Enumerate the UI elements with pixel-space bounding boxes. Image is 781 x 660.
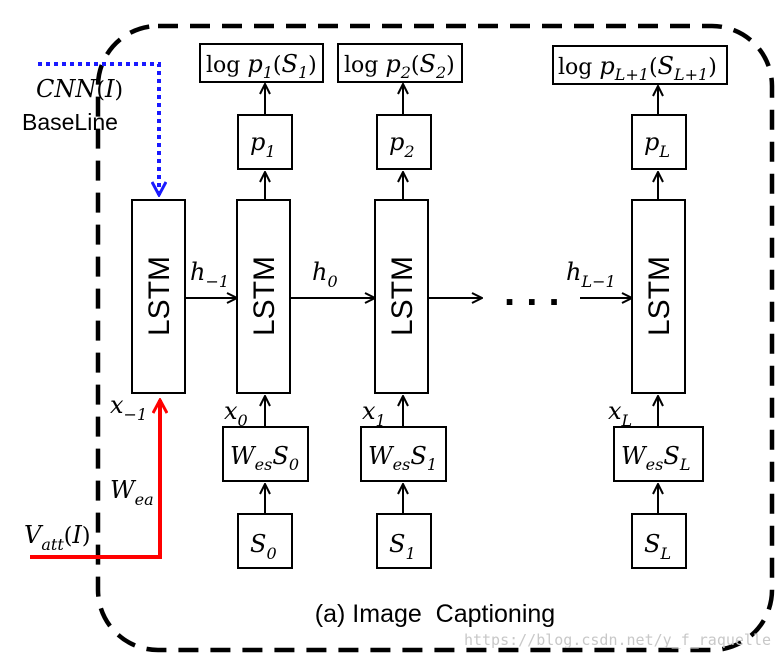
x0-label: x0	[224, 397, 248, 430]
ellipsis: . . .	[504, 270, 560, 314]
embed-box-0: WesS0	[222, 426, 309, 482]
logprob-box-2: log p2(S2)	[337, 43, 463, 83]
h-L-minus1-label: hL−1	[566, 258, 616, 291]
lstm-cell-initial: LSTM	[131, 199, 186, 394]
lstm-cell-L: LSTM	[631, 199, 686, 394]
svg-text:WesS0: WesS0	[230, 442, 299, 474]
svg-text:S1: S1	[389, 530, 416, 563]
logprob-box-1: log p1(S1)	[199, 43, 324, 83]
token-box-0: S0	[237, 513, 293, 569]
svg-text:pL: pL	[644, 128, 670, 161]
svg-text:LSTM: LSTM	[248, 256, 281, 336]
figure-caption: (a) Image Captioning	[315, 600, 555, 628]
lstm-cell-1: LSTM	[374, 199, 429, 394]
cnn-dotted-path	[38, 62, 159, 195]
svg-text:WesSL: WesSL	[621, 442, 690, 474]
token-box-1: S1	[376, 513, 432, 569]
h-minus1-label: h−1	[190, 258, 229, 291]
w-ea-label: Wea	[110, 476, 154, 509]
attention-path	[30, 400, 160, 559]
xL-label: xL	[608, 397, 632, 430]
x-minus1-label: x−1	[110, 391, 147, 424]
prob-box-2: p2	[376, 114, 432, 170]
svg-text:log pL+1(SL+1): log pL+1(SL+1)	[558, 52, 717, 84]
embed-box-L: WesSL	[613, 426, 704, 482]
svg-text:LSTM: LSTM	[143, 256, 176, 336]
logprob-box-L: log pL+1(SL+1)	[552, 45, 728, 85]
prob-box-1: p1	[237, 114, 293, 170]
token-box-L: SL	[631, 513, 687, 569]
svg-text:log p2(S2): log p2(S2)	[344, 50, 455, 82]
svg-text:p2: p2	[389, 128, 415, 161]
svg-text:p1: p1	[250, 128, 276, 161]
baseline-label: BaseLine	[22, 109, 118, 135]
svg-text:LSTM: LSTM	[643, 256, 676, 336]
x1-label: x1	[362, 397, 386, 430]
prob-box-L: pL	[631, 114, 687, 170]
svg-text:log p1(S1): log p1(S1)	[206, 50, 317, 82]
svg-text:S0: S0	[250, 530, 277, 563]
svg-text:WesS1: WesS1	[368, 442, 437, 474]
h0-label: h0	[312, 258, 338, 291]
v-att-label: Vatt(I)	[24, 521, 90, 554]
cnn-label: CNN(I)	[36, 75, 123, 103]
embed-box-1: WesS1	[360, 426, 447, 482]
lstm-cell-0: LSTM	[236, 199, 291, 394]
svg-text:SL: SL	[644, 530, 671, 563]
svg-text:LSTM: LSTM	[386, 256, 419, 336]
dashed-frame	[95, 23, 775, 653]
watermark: https://blog.csdn.net/y_f_raquelle	[464, 631, 771, 649]
